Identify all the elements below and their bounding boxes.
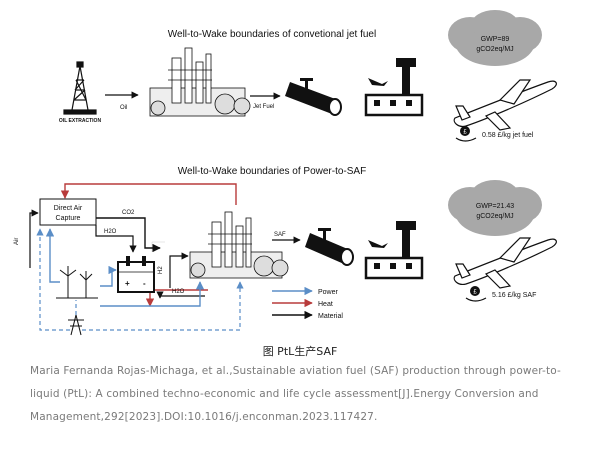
airplane-icon xyxy=(453,79,557,131)
heat-loop-arrow xyxy=(60,183,237,205)
bottom-title: Well-to-Wake boundaries of Power-to-SAF xyxy=(178,166,366,177)
gwp-cloud-bottom xyxy=(448,180,542,236)
dac-line1: Direct Air xyxy=(54,205,83,212)
coin-hand-icon xyxy=(455,126,477,142)
legend-heat-label: Heat xyxy=(318,301,333,308)
gwp-top-line1: GWP=89 xyxy=(481,36,510,43)
h2o-bottom-label: H2O xyxy=(172,289,185,295)
top-title: Well-to-Wake boundaries of convetional j… xyxy=(168,29,376,40)
oil-extraction-label: OIL EXTRACTION xyxy=(59,118,102,124)
pipeline-icon xyxy=(285,78,342,116)
h2o-top-label: H2O xyxy=(104,229,117,235)
pipeline-icon-bottom xyxy=(305,228,354,266)
jet-fuel-label: Jet Fuel xyxy=(253,104,274,110)
currency-icon-top: £ xyxy=(463,130,467,136)
co2-label: CO2 xyxy=(122,210,135,216)
gwp-cloud-top xyxy=(448,10,542,66)
power-dac-arrow xyxy=(45,228,60,283)
h2o-top-arrow xyxy=(95,225,137,253)
figure-caption: 图 PtL生产SAF xyxy=(262,345,338,358)
co2-arrow xyxy=(96,217,161,253)
ptl-plant-icon xyxy=(189,211,289,279)
air-arrow xyxy=(29,209,39,268)
grid-power-plant-arrow xyxy=(82,281,244,331)
airplane-icon-bottom xyxy=(453,237,557,289)
saf-label: SAF xyxy=(274,232,286,238)
legend: Power Heat Material xyxy=(272,286,343,320)
power-pylon-icon xyxy=(68,314,84,336)
h2o-bottom-arrow xyxy=(156,291,205,299)
h2-label: H2 xyxy=(158,266,164,274)
currency-icon-bottom: £ xyxy=(473,290,477,296)
airport-icon-bottom xyxy=(364,221,424,280)
legend-power-label: Power xyxy=(318,289,339,296)
dac-line2: Capture xyxy=(56,215,81,222)
electrolyser-icon xyxy=(117,256,155,293)
gwp-bottom-line2: gCO2eq/MJ xyxy=(476,213,513,220)
electrolyser-minus: - xyxy=(143,279,146,288)
ptl-diagram: Well-to-Wake boundaries of convetional j… xyxy=(14,10,557,336)
air-label: Air xyxy=(14,238,20,245)
oil-label: Oil xyxy=(120,105,127,111)
cost-bottom: 5.16 £/kg SAF xyxy=(492,292,536,299)
grid-power-dac-arrow xyxy=(36,228,70,331)
reference-text: Maria Fernanda Rojas-Michaga, et al.,Sus… xyxy=(30,365,561,423)
gwp-top-line2: gCO2eq/MJ xyxy=(476,46,513,53)
gwp-bottom-line1: GWP=21.43 xyxy=(476,203,514,210)
legend-material-label: Material xyxy=(318,313,343,320)
coin-hand-icon-bottom xyxy=(465,286,487,302)
power-plant-arrow xyxy=(100,281,205,307)
wind-turbine-icon xyxy=(56,266,98,299)
oil-derrick-icon xyxy=(63,61,97,115)
airport-icon xyxy=(364,58,424,117)
power-electrolyser-arrow xyxy=(100,265,117,287)
cost-top: 0.58 £/kg jet fuel xyxy=(482,132,534,139)
refinery-icon xyxy=(149,47,251,117)
dac-box xyxy=(39,198,97,226)
electrolyser-plus: + xyxy=(125,279,130,288)
h2-arrow xyxy=(169,252,189,288)
